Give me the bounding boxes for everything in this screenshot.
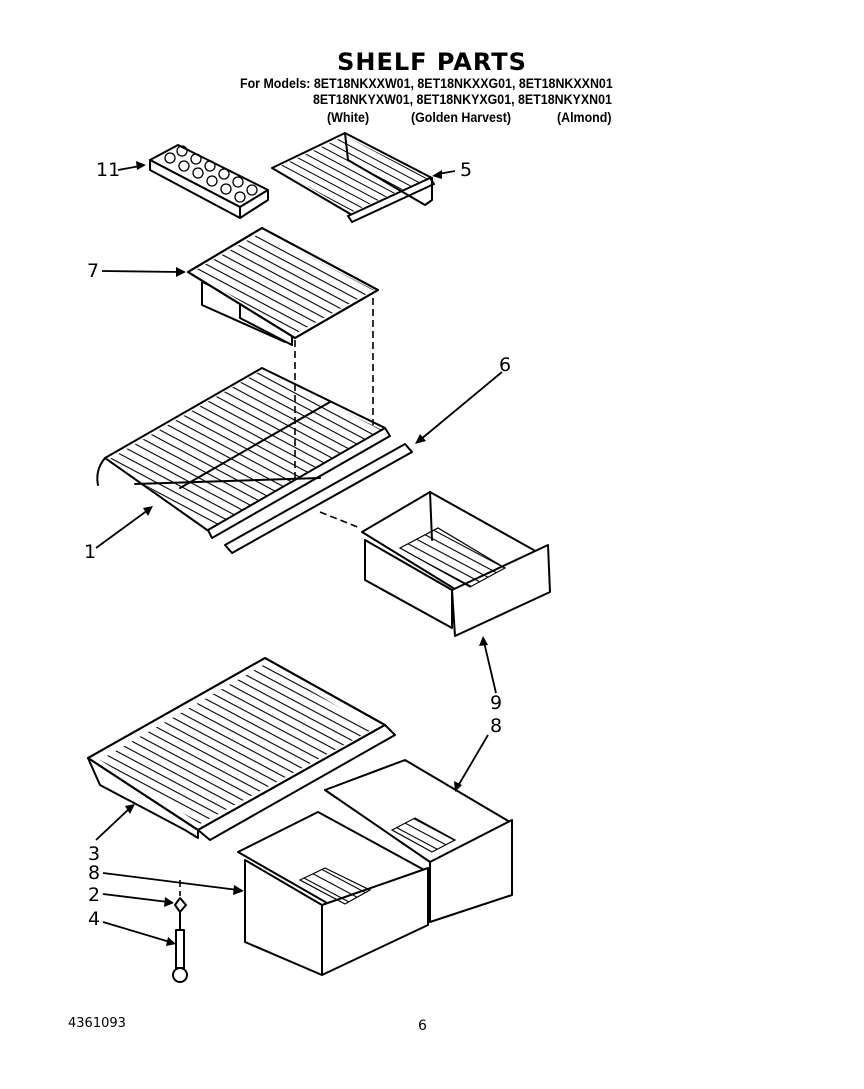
callout-8-right: 8 xyxy=(490,715,503,737)
models-row-1: 8ET18NKXXW01, 8ET18NKXXG01, 8ET18NKXXN01 xyxy=(313,76,613,91)
models-line-1: For Models: 8ET18NKXXW01, 8ET18NKXXG01, … xyxy=(240,76,613,92)
color-golden-harvest: (Golden Harvest) xyxy=(411,110,512,125)
main-shelf-drawing xyxy=(96,367,391,539)
support-rod-drawing xyxy=(172,880,188,983)
crisper-drawer-left-drawing xyxy=(237,811,429,976)
callout-3: 3 xyxy=(88,843,101,865)
callout-8-left: 8 xyxy=(88,862,101,884)
callout-5: 5 xyxy=(460,159,473,181)
color-almond: (Almond) xyxy=(557,110,612,125)
crisper-cover-drawing xyxy=(87,657,396,841)
callout-1: 1 xyxy=(84,541,97,563)
upper-shelf-drawing xyxy=(187,227,379,346)
callout-4: 4 xyxy=(88,908,101,930)
callout-2: 2 xyxy=(88,884,101,906)
page-title: SHELF PARTS xyxy=(337,48,527,76)
crisper-drawer-right-drawing xyxy=(324,759,513,923)
callout-11: 11 xyxy=(96,159,121,181)
callout-6: 6 xyxy=(499,354,512,376)
meat-pan-drawer-drawing xyxy=(361,491,551,637)
color-white: (White) xyxy=(327,110,370,125)
leader-lines xyxy=(95,161,503,946)
ice-cube-tray-drawing xyxy=(149,144,269,219)
page-number: 6 xyxy=(418,1018,427,1034)
freezer-wire-shelf-drawing xyxy=(271,132,435,223)
trim-strip-drawing xyxy=(224,443,413,554)
models-row-2: 8ET18NKYXW01, 8ET18NKYXG01, 8ET18NKYXN01 xyxy=(313,92,612,107)
models-prefix: For Models: xyxy=(240,76,311,91)
callout-7: 7 xyxy=(87,260,100,282)
callout-9: 9 xyxy=(490,692,503,714)
document-number: 4361093 xyxy=(68,1016,126,1031)
